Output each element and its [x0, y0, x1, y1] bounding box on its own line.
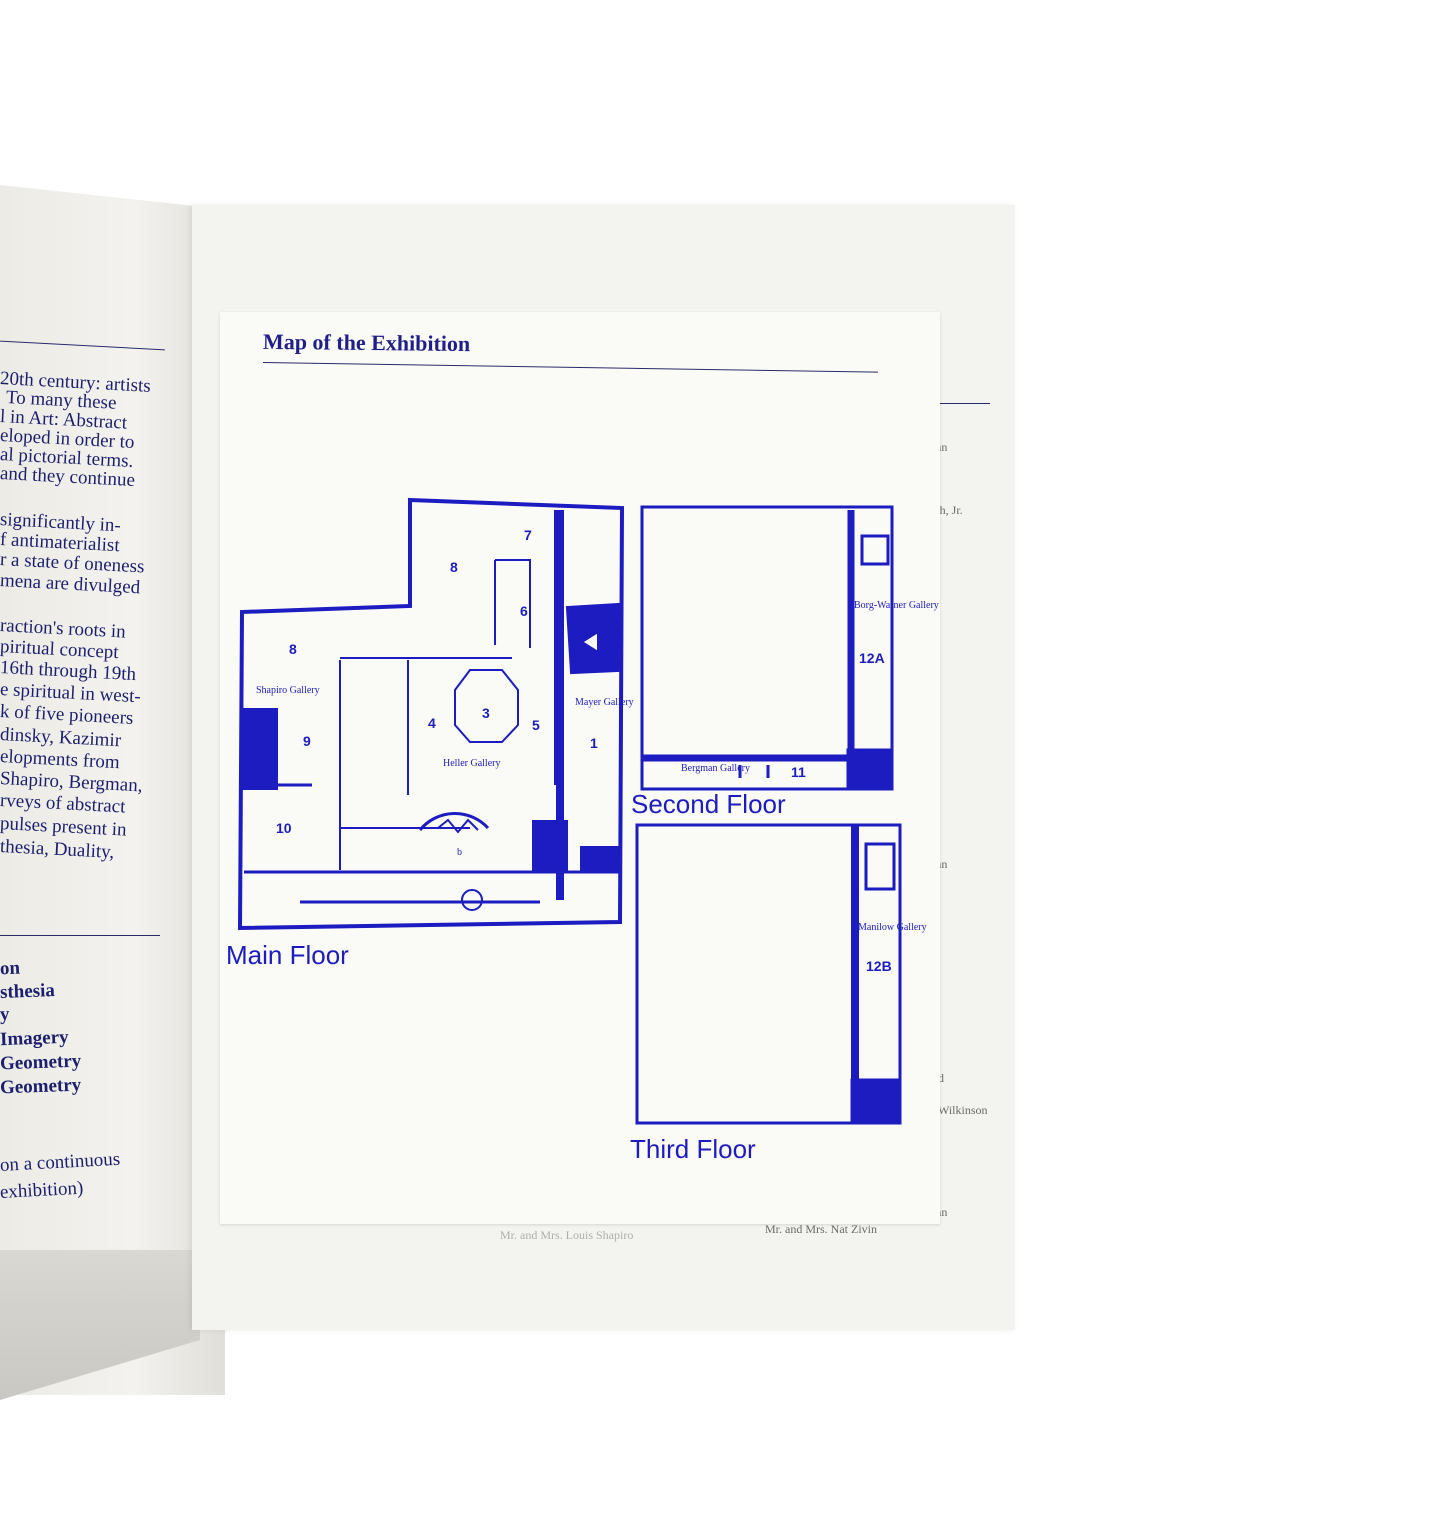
- room-6: 6: [520, 603, 528, 619]
- room-2: 2: [580, 658, 588, 674]
- marker-a: a: [544, 838, 549, 849]
- room-12b: 12B: [866, 958, 892, 974]
- left-page: [0, 185, 225, 1395]
- room-3: 3: [482, 705, 490, 721]
- mayer-gallery-label: Mayer Gallery: [575, 697, 634, 708]
- divider: [932, 403, 990, 404]
- room-9: 9: [303, 733, 311, 749]
- second-floor-plan: [640, 505, 894, 791]
- room-10: 10: [276, 820, 292, 836]
- name-fragment: Mr. and Mrs. Nat Zivin: [765, 1222, 877, 1236]
- main-floor-label: Main Floor: [226, 940, 349, 970]
- borg-warner-gallery-label: Borg-Warner Gallery: [854, 600, 939, 611]
- room-8-shapiro: 8: [289, 641, 297, 657]
- room-11: 11: [791, 764, 806, 780]
- room-1: 1: [590, 735, 598, 751]
- bergman-gallery-label: Bergman Gallery: [681, 763, 750, 774]
- room-4: 4: [428, 715, 436, 731]
- name-fragment: d: [938, 1071, 944, 1085]
- name-fragment: an: [936, 857, 948, 871]
- shapiro-gallery-label: Shapiro Gallery: [256, 685, 320, 696]
- name-fragment: ith, Jr.: [933, 503, 963, 517]
- room-5: 5: [532, 717, 540, 733]
- heller-gallery-label: Heller Gallery: [443, 758, 500, 769]
- room-7: 7: [524, 527, 532, 543]
- room-8: 8: [450, 559, 458, 575]
- divider: [0, 935, 160, 936]
- second-floor-label: Second Floor: [631, 789, 786, 819]
- third-floor-label: Third Floor: [630, 1134, 756, 1164]
- name-fragment: an: [936, 440, 948, 454]
- main-floor-plan: [237, 497, 625, 931]
- name-fragment: Mr. and Mrs. Louis Shapiro: [500, 1228, 634, 1242]
- third-floor-plan: [635, 823, 902, 1125]
- room-12a: 12A: [859, 650, 885, 666]
- name-fragment: an: [936, 1205, 948, 1219]
- name-fragment: Wilkinson: [938, 1103, 988, 1117]
- marker-b: b: [457, 847, 462, 858]
- manilow-gallery-label: Manilow Gallery: [858, 922, 927, 933]
